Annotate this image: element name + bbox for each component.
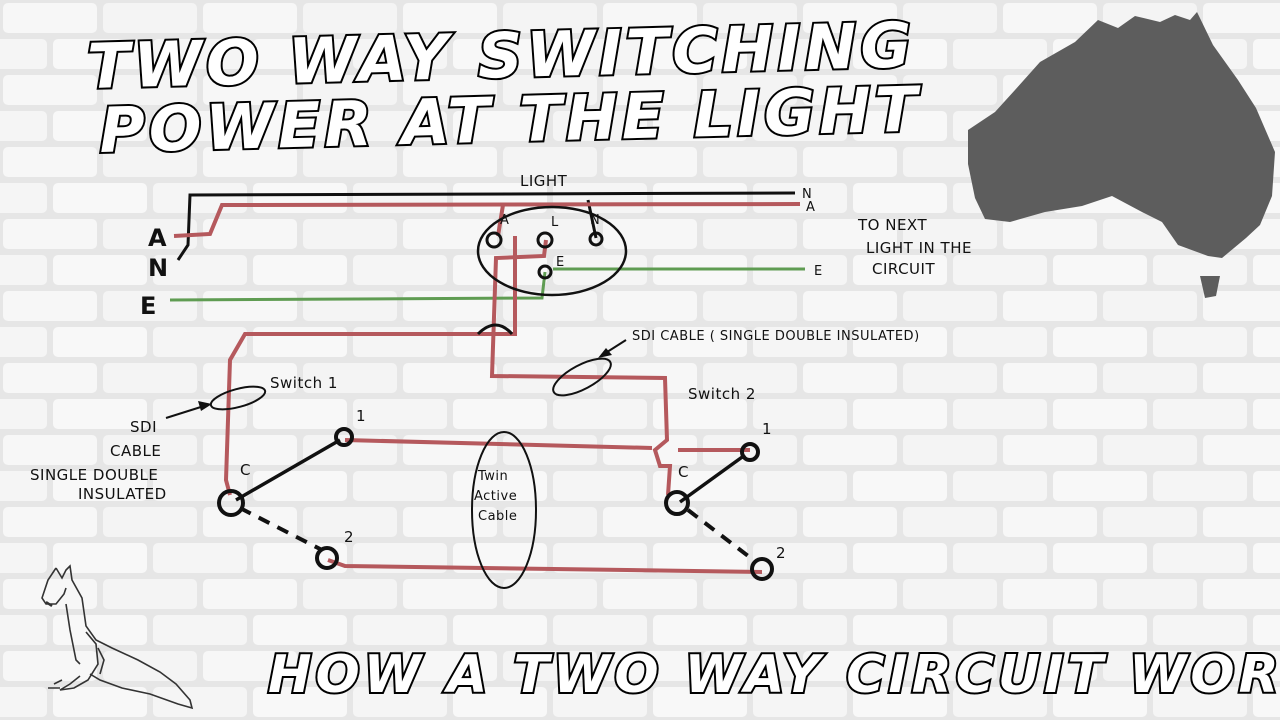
strapper-wire-1 [344,438,750,452]
sdi-cable-note: SDI CABLE ( SINGLE DOUBLE INSULATED) [632,329,920,344]
twin-active-cable-ring [471,431,537,589]
sdi-left-line-4: INSULATED [78,485,167,503]
switch1-terminal2-label: 2 [344,528,354,546]
light-terminal-earth [537,264,553,280]
light-terminal-neutral [588,231,604,247]
wire-crossover-hump [476,323,514,336]
kangaroo-icon [41,564,194,710]
sdi-left-line-3: SINGLE DOUBLE [30,466,158,484]
outgoing-active-label: A [806,200,815,215]
active-supply-wire [173,202,801,238]
light-terminal-loop [536,231,554,249]
switch2-terminal1-label: 1 [762,420,772,438]
strapper-wire-2 [327,558,763,574]
switch2-common-label: C [678,463,689,481]
outgoing-neutral-label: N [802,187,812,202]
sdi-left-line-2: CABLE [110,442,161,460]
supply-earth-label: E [140,292,157,320]
light-terminal-neutral-label: N [590,213,600,228]
switch1-off-path [239,506,323,552]
switch2-common-terminal [664,490,690,516]
sdi-cable-ring-middle [552,357,612,397]
twin-active-line-2: Active [474,489,517,504]
to-next-line-3: CIRCUIT [872,260,935,278]
switched-active-wire [489,239,673,496]
twin-active-line-3: Cable [478,509,517,524]
sdi-pointer-left [165,405,205,419]
switch1-lever [235,438,341,502]
to-next-line-2: LIGHT IN THE [866,239,972,257]
footer-title: HOW A TWO WAY CIRCUIT WORKS [268,645,1280,705]
sdi-pointer-left-arrowhead [198,401,212,411]
switch2-terminal2-label: 2 [776,544,786,562]
outgoing-earth-label: E [814,264,823,279]
light-terminal-loop-label: L [551,215,559,230]
switch1-common-wire [223,236,517,496]
supply-neutral-label: N [148,254,169,282]
switch1-common-label: C [240,461,251,479]
switch1-common-terminal [217,489,245,517]
supply-active-label: A [148,224,167,252]
sdi-left-line-1: SDI [130,418,157,436]
switch1-terminal1-label: 1 [356,407,366,425]
australia-map-icon [968,12,1275,298]
switch1-label: Switch 1 [270,374,338,392]
sdi-cable-ring-left [209,385,267,411]
switch1-terminal-1 [334,427,354,447]
twin-active-line-1: Twin [477,469,508,484]
switch2-off-path [686,508,758,564]
switch2-label: Switch 2 [688,385,756,403]
switch2-terminal-2 [750,557,774,581]
light-terminal-active [485,231,503,249]
light-terminal-earth-label: E [556,255,565,270]
switch2-terminal-1 [740,442,760,462]
switch2-lever [678,453,747,504]
sdi-pointer-middle-arrowhead [598,348,612,358]
earth-wire [169,271,547,302]
light-terminal-active-label: A [500,213,509,228]
switch1-terminal-2 [315,546,339,570]
to-next-line-1: TO NEXT [857,216,927,234]
light-label: LIGHT [520,172,568,190]
neutral-wire [176,191,796,261]
light-fitting-circle [476,205,628,297]
